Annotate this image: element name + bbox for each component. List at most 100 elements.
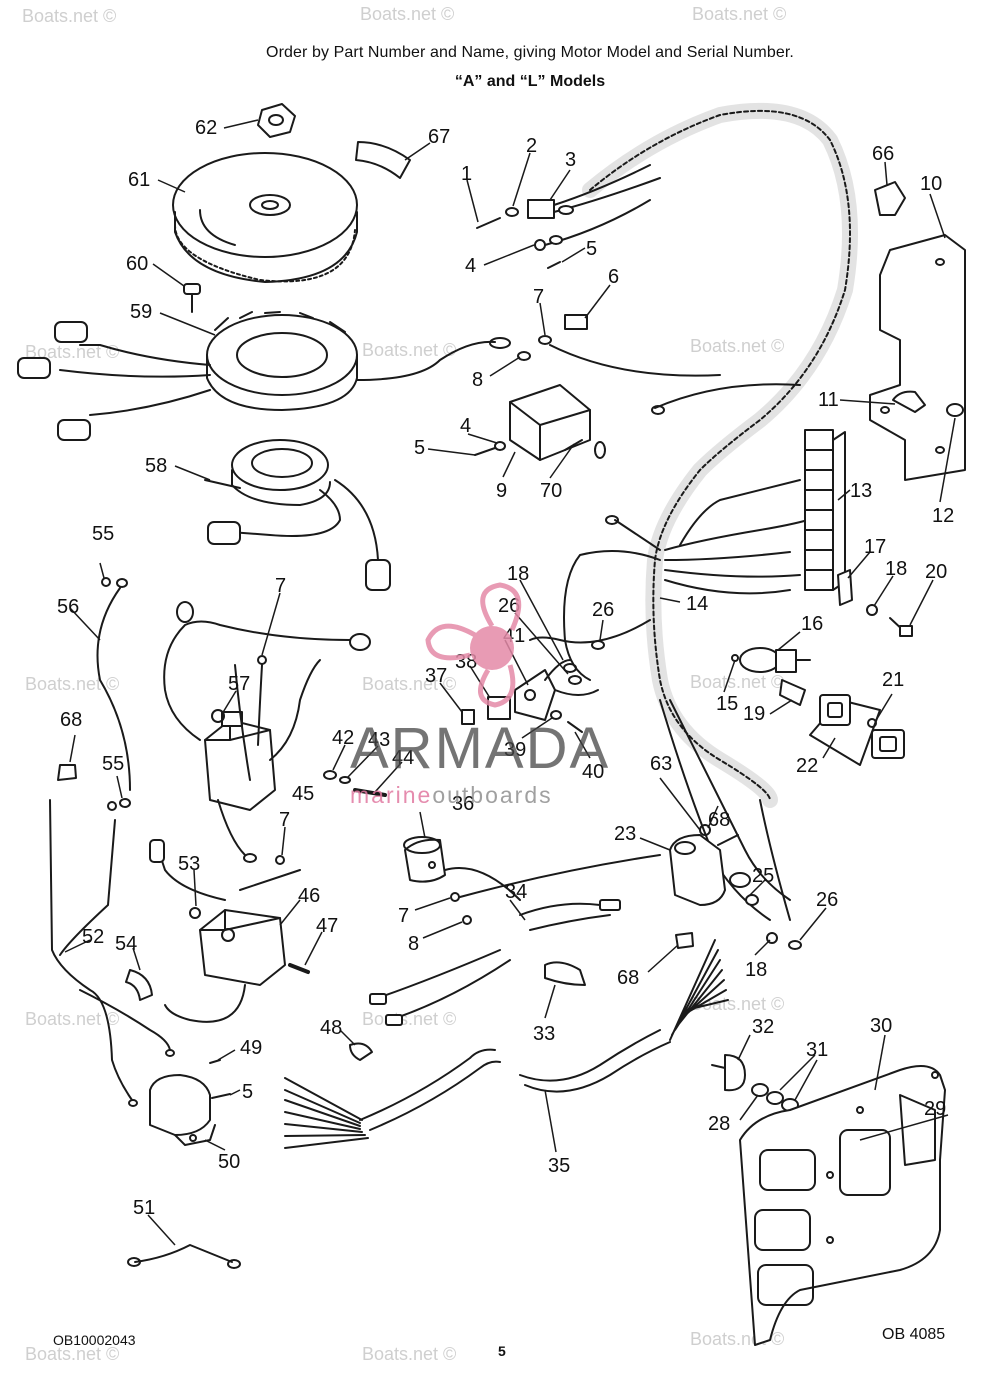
watermark: Boats.net © [362, 1009, 456, 1029]
callout-58: 58 [145, 455, 167, 477]
callout-23: 23 [614, 823, 636, 845]
callout-14: 14 [686, 593, 708, 615]
callout-7: 7 [398, 905, 409, 927]
page-number: 5 [498, 1343, 506, 1359]
terminal-block [804, 429, 846, 591]
callout-26: 26 [498, 595, 520, 617]
callout-46: 46 [298, 885, 320, 907]
callout-25: 25 [752, 865, 774, 887]
callout-22: 22 [796, 755, 818, 777]
mounting-bracket [869, 234, 966, 481]
callout-68: 68 [617, 967, 639, 989]
watermark: Boats.net © [362, 674, 456, 694]
ground-cable-left [96, 577, 131, 811]
callout-7: 7 [279, 809, 290, 831]
callout-59: 59 [130, 301, 152, 323]
callout-31: 31 [806, 1039, 828, 1061]
callout-13: 13 [850, 480, 872, 502]
switch-plate [809, 694, 905, 766]
rectifier-pack-lower [149, 839, 310, 1023]
watermark: Boats.net © [692, 4, 786, 24]
callout-26: 26 [816, 889, 838, 911]
callout-57: 57 [228, 673, 250, 695]
callout-7: 7 [275, 575, 286, 597]
rectifier [474, 384, 606, 461]
callout-18: 18 [885, 558, 907, 580]
armada-propeller-logo [425, 582, 522, 708]
watermark: Boats.net © [25, 1009, 119, 1029]
callout-5: 5 [586, 238, 597, 260]
timer-base [204, 439, 391, 591]
watermark: Boats.net © [690, 336, 784, 356]
callout-labels: 62 67 61 60 59 58 1 2 3 4 5 6 7 8 4 5 9 … [57, 117, 954, 1219]
solenoid-hardware [591, 640, 802, 950]
watermark: Boats.net © [25, 674, 119, 694]
callout-37: 37 [425, 665, 447, 687]
callout-50: 50 [218, 1151, 240, 1173]
callout-20: 20 [925, 561, 947, 583]
callout-6: 6 [608, 266, 619, 288]
callout-8: 8 [408, 933, 419, 955]
callout-35: 35 [548, 1155, 570, 1177]
callout-42: 42 [332, 727, 354, 749]
wire-loom-left [49, 799, 175, 1107]
callout-8: 8 [472, 369, 483, 391]
callout-33: 33 [533, 1023, 555, 1045]
order-instruction: Order by Part Number and Name, giving Mo… [266, 44, 794, 61]
callout-51: 51 [133, 1197, 155, 1219]
callout-7: 7 [533, 286, 544, 308]
callout-62: 62 [195, 117, 217, 139]
callout-60: 60 [126, 253, 148, 275]
watermark: Boats.net © [690, 672, 784, 692]
callout-49: 49 [240, 1037, 262, 1059]
watermark: Boats.net © [362, 340, 456, 360]
callout-5: 5 [242, 1081, 253, 1103]
callout-52: 52 [82, 926, 104, 948]
flywheel [172, 152, 358, 283]
callout-32: 32 [752, 1016, 774, 1038]
callout-21: 21 [882, 669, 904, 691]
temperature-switch [149, 1059, 231, 1146]
callout-54: 54 [115, 933, 137, 955]
callout-10: 10 [920, 173, 942, 195]
ground-hardware-center [323, 770, 387, 797]
callout-55: 55 [102, 753, 124, 775]
callout-29: 29 [924, 1098, 946, 1120]
ground-clip [892, 390, 964, 417]
ground-clip-center [349, 1042, 373, 1061]
callout-48: 48 [320, 1017, 342, 1039]
watermark: Boats.net © [25, 342, 119, 362]
callout-53: 53 [178, 853, 200, 875]
callout-44: 44 [392, 747, 414, 769]
callout-28: 28 [708, 1113, 730, 1135]
watermark: Boats.net © [360, 4, 454, 24]
callout-43: 43 [368, 729, 390, 751]
screw-left [57, 764, 77, 781]
battery-cables [369, 899, 621, 1026]
callout-1: 1 [461, 163, 472, 185]
callout-11: 11 [818, 389, 839, 411]
mounting-plate [739, 1065, 946, 1346]
callout-56: 56 [57, 596, 79, 618]
callout-61: 61 [128, 169, 150, 191]
models-heading: “A” and “L” Models [454, 73, 606, 90]
callout-67: 67 [428, 126, 450, 148]
callout-5: 5 [414, 437, 425, 459]
callout-3: 3 [565, 149, 576, 171]
document-code-right: OB 4085 [882, 1326, 946, 1343]
flywheel-key [355, 141, 411, 179]
callout-70: 70 [540, 480, 562, 502]
callout-16: 16 [801, 613, 823, 635]
callout-40: 40 [582, 761, 604, 783]
callout-15: 15 [716, 693, 738, 715]
condenser [403, 836, 661, 925]
callout-26: 26 [592, 599, 614, 621]
callout-30: 30 [870, 1015, 892, 1037]
flywheel-nut [257, 103, 296, 138]
terminal-assembly-upper [476, 164, 661, 269]
callout-68: 68 [708, 809, 730, 831]
leader-lines [64, 119, 956, 1246]
callout-12: 12 [932, 505, 954, 527]
callout-39: 39 [504, 739, 526, 761]
